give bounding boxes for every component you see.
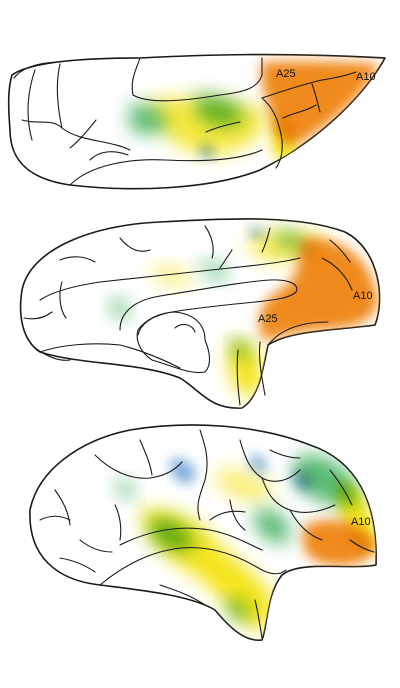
- lateral-view: A10: [29, 424, 377, 641]
- label-a10-lateral: A10: [351, 516, 371, 528]
- ventral-view: A25 A10: [7, 53, 386, 190]
- lateral-activation-map: [115, 454, 376, 629]
- label-a10-medial: A10: [353, 290, 373, 302]
- medial-view: A10 A25: [19, 218, 381, 409]
- label-a25-medial: A25: [258, 313, 278, 325]
- lateral-sulci: [39, 429, 375, 639]
- ventral-activation-map: [130, 61, 380, 162]
- label-a10-ventral: A10: [356, 71, 376, 83]
- medial-brain-outline: [19, 218, 381, 409]
- label-a25-ventral: A25: [276, 68, 296, 80]
- ventral-sulci: [13, 57, 357, 186]
- medial-sulci: [23, 225, 353, 406]
- medial-activation-map: [109, 227, 378, 396]
